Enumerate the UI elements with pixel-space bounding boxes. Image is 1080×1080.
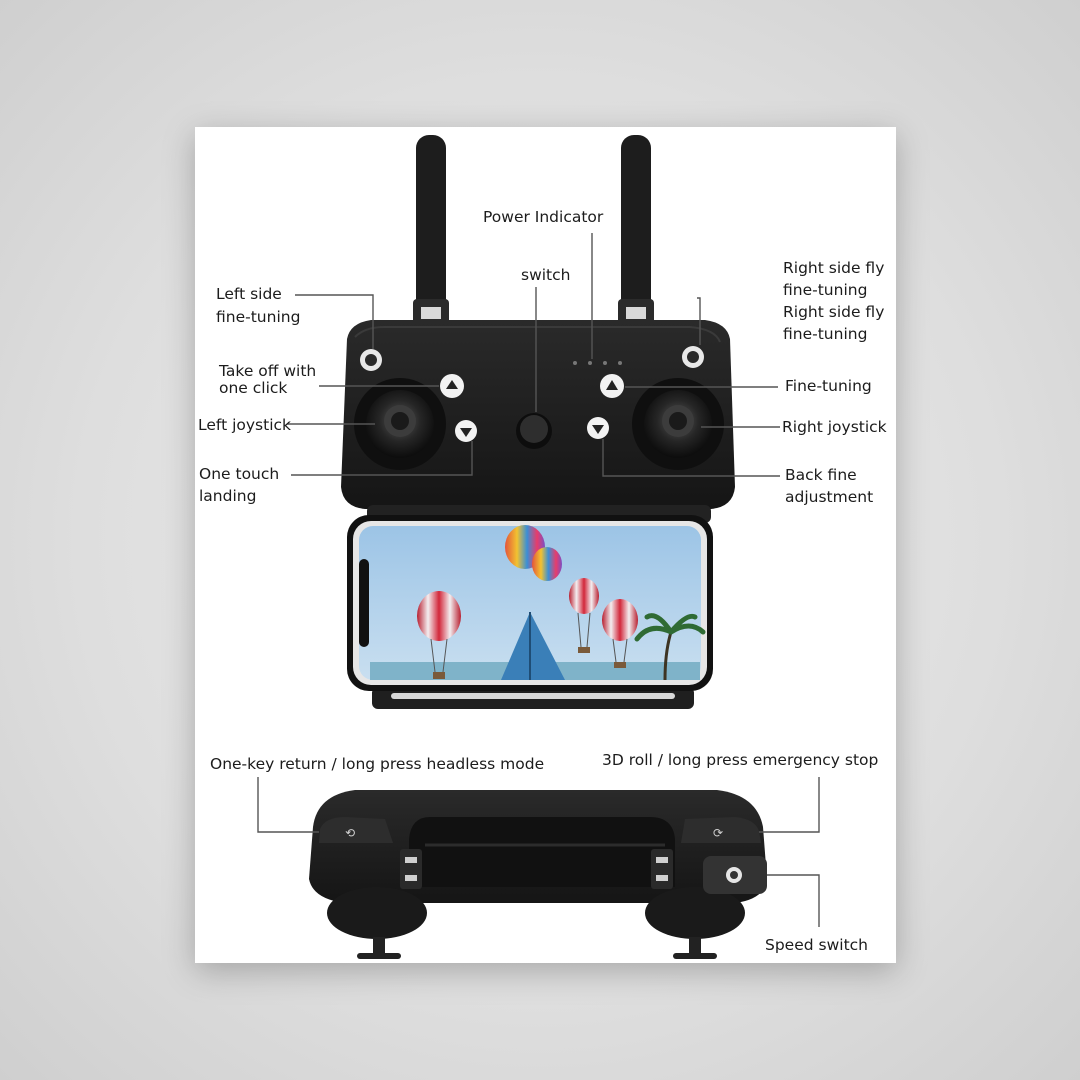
svg-text:⟳: ⟳ [713, 826, 723, 840]
left-joystick-icon [354, 378, 446, 470]
label-takeoff-line2: one click [219, 379, 288, 397]
label-left-side-line2: fine-tuning [216, 308, 301, 326]
label-right-side-a-line2: fine-tuning [783, 281, 868, 299]
label-one-key-return: One-key return / long press headless mod… [210, 755, 545, 773]
hot-air-balloon-icon [602, 599, 638, 668]
power-switch-icon [516, 413, 552, 449]
label-fine-tuning: Fine-tuning [785, 377, 872, 395]
hot-air-balloon-icon [569, 578, 599, 653]
controller-back-view: ⟲ ⟳ [309, 790, 767, 959]
controller-diagram: ⟲ ⟳ [257, 135, 820, 959]
label-right-side-b-line1: Right side fly [783, 303, 885, 321]
label-right-side-b-line2: fine-tuning [783, 325, 868, 343]
smartphone-icon [347, 515, 713, 691]
label-right-side-a-line1: Right side fly [783, 259, 885, 277]
hot-air-balloon-icon [505, 525, 562, 581]
right-joystick-icon [632, 378, 724, 470]
palm-tree-icon [634, 613, 706, 681]
label-landing-line2: landing [199, 487, 257, 505]
label-3d-roll: 3D roll / long press emergency stop [602, 751, 879, 769]
label-speed-switch: Speed switch [765, 936, 868, 954]
label-landing-line1: One touch [199, 465, 280, 483]
roll-3d-button-icon: ⟳ [681, 817, 761, 843]
right-antenna-icon [618, 135, 654, 325]
label-back-fine-line2: adjustment [785, 488, 874, 506]
diagram-card: ⟲ ⟳ [195, 127, 896, 963]
power-indicator-leds-icon [573, 361, 622, 365]
controller-top-view [341, 320, 735, 509]
label-left-side-line1: Left side [216, 285, 282, 303]
label-left-joystick: Left joystick [198, 416, 292, 434]
label-switch: switch [521, 266, 571, 284]
speed-switch-button-icon [703, 856, 767, 894]
label-power-indicator: Power Indicator [483, 208, 604, 226]
hot-air-balloon-icon [417, 591, 461, 679]
left-antenna-icon [413, 135, 449, 325]
label-takeoff-line1: Take off with [219, 362, 317, 380]
label-back-fine-line1: Back fine [785, 466, 857, 484]
leader-lines [257, 233, 820, 927]
svg-text:⟲: ⟲ [345, 826, 355, 840]
label-right-joystick: Right joystick [782, 418, 887, 436]
one-key-return-button-icon: ⟲ [319, 817, 393, 843]
